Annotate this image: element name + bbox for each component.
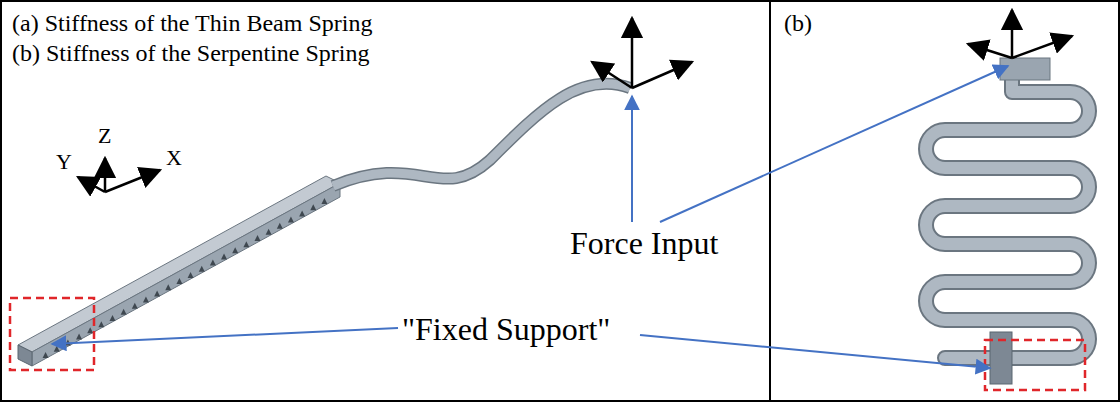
force-axis-triad: [968, 10, 1072, 58]
axis-label: Z: [98, 124, 111, 148]
thin-beam-spring: [18, 84, 630, 366]
fixed-support-marker: [985, 340, 1085, 390]
panel-title: (b) Stiffness of the Serpentine Spring: [12, 40, 370, 66]
fixed-support-marker: [10, 298, 94, 370]
annotation-label: Force Input: [570, 226, 718, 261]
panel-divider: [769, 1, 771, 401]
panel-label: (b): [784, 10, 812, 36]
axis-triad: [78, 158, 160, 192]
annotation-label: "Fixed Support": [402, 312, 610, 347]
axis-label: Y: [56, 150, 72, 174]
panel-title: (a) Stiffness of the Thin Beam Spring: [12, 10, 372, 36]
force-axis-triad: [592, 18, 692, 88]
serpentine-spring: [926, 58, 1089, 384]
leader-line: [52, 66, 1008, 368]
axis-label: X: [166, 146, 182, 170]
